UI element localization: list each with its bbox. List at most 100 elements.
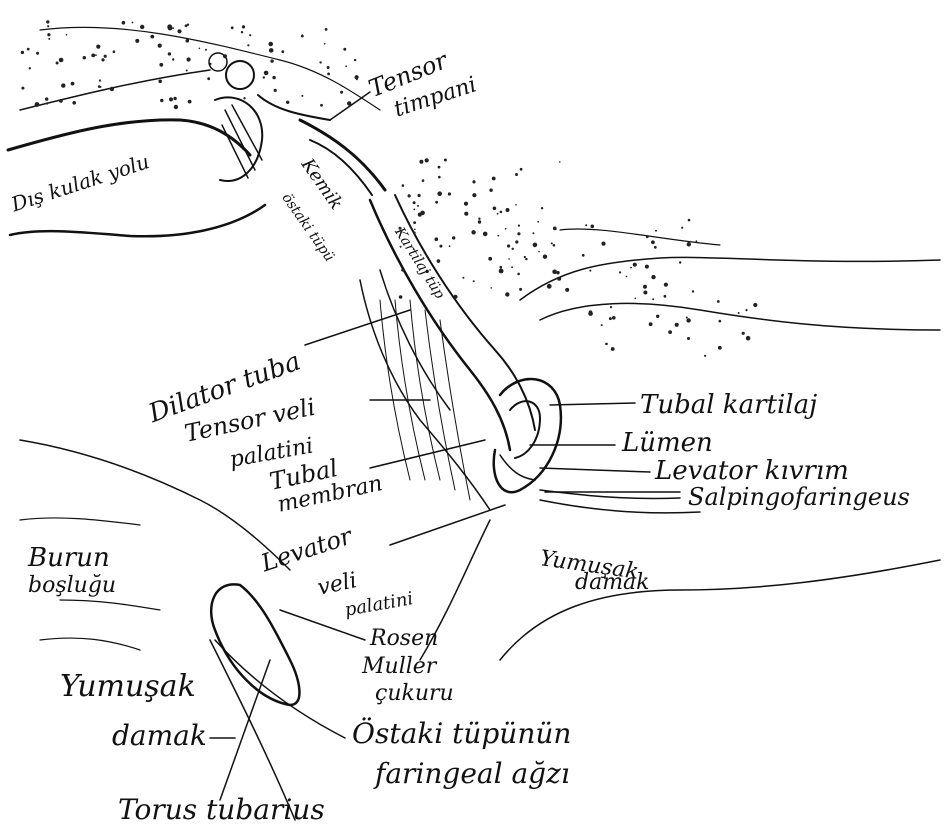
label-tubal-kartilaj: Tubal kartilaj [640, 392, 817, 418]
stipple-dot [264, 71, 269, 76]
stipple-dot [551, 242, 553, 244]
stipple-dot [626, 276, 628, 278]
stipple-dot [556, 271, 559, 274]
stipple-dot [559, 161, 561, 163]
stipple-dot [46, 102, 48, 104]
stipple-dot [472, 180, 475, 183]
stipple-dot [635, 298, 637, 300]
stipple-dot [47, 33, 50, 36]
stipple-dot [652, 298, 654, 300]
stipple-dot [651, 240, 655, 244]
stipple-dot [681, 227, 683, 229]
stipple-dot [497, 235, 499, 237]
stipple-dot [301, 35, 304, 38]
stipple-dot [499, 269, 504, 274]
stipple-dot [515, 204, 517, 206]
stipple-dot [585, 224, 587, 226]
stipple-dot [71, 82, 75, 86]
stipple-dot [96, 45, 100, 49]
stipple-dot [207, 77, 210, 80]
stipple-dot [448, 192, 451, 195]
stipple-dot [444, 159, 447, 162]
stipple-dot [696, 240, 698, 242]
stipple-dot [552, 270, 557, 275]
skull-base-contour [520, 229, 940, 330]
stipple-dot [325, 28, 328, 31]
stipple-dot [753, 303, 757, 307]
stipple-dot [462, 277, 464, 279]
stipple-dot [199, 48, 201, 50]
label-ostaki-agzi-1: Östaki tüpünün [352, 720, 571, 748]
label-rosen-muller-2: Muller [362, 656, 436, 678]
label-rosen-muller-3: çukuru [375, 683, 454, 705]
stipple-dot [345, 65, 347, 67]
stipple-dot [347, 101, 351, 105]
stipple-dot [609, 317, 612, 320]
stipple-dot [21, 51, 24, 54]
label-ostaki-agzi-2: faringeal ağzı [375, 760, 570, 788]
stipple-dot [417, 205, 419, 207]
label-torus-tubarius: Torus tubarius [118, 796, 325, 824]
stipple-dot [692, 290, 694, 292]
stipple-dot [437, 259, 441, 263]
stipple-dot [186, 70, 188, 72]
stipple-dot [66, 34, 68, 36]
stipple-dot [553, 244, 556, 247]
stipple-dot [413, 201, 416, 204]
stipple-dot [270, 59, 273, 62]
stipple-dot [506, 208, 510, 212]
stipple-dot [643, 291, 647, 295]
stipple-dot [645, 265, 649, 269]
stipple-dot [505, 228, 507, 230]
stipple-dot [286, 101, 289, 104]
stipple-dot [718, 346, 722, 350]
stipple-dot [472, 193, 476, 197]
stipple-dot [343, 48, 346, 51]
stipple-dot [478, 218, 480, 220]
stipple-dot [243, 97, 245, 99]
eustachian-tube-channel [360, 195, 535, 510]
stipple-dot [538, 251, 540, 253]
stipple-dot [324, 43, 326, 45]
stipple-dot [169, 97, 173, 101]
tubal-cartilage [494, 379, 561, 492]
stipple-dot [582, 254, 585, 257]
stipple-dot [209, 63, 211, 65]
label-burun-boslugu-2: boşluğu [28, 575, 116, 597]
stipple-dot [173, 97, 176, 100]
stipple-dot [27, 48, 30, 51]
stipple-dot [327, 73, 330, 76]
stipple-dot [272, 76, 275, 79]
stipple-dot [589, 270, 591, 272]
stipple-dot [533, 243, 538, 248]
stipple-dot [543, 255, 547, 259]
stipple-dot [719, 320, 722, 323]
stipple-dot [519, 288, 522, 291]
stipple-dot [505, 292, 509, 296]
stipple-dot [185, 24, 188, 27]
stipple-dot [177, 29, 181, 33]
stipple-dot [547, 284, 552, 289]
stipple-dot [327, 66, 330, 69]
stipple-dot [565, 288, 569, 292]
stipple-dot [172, 27, 174, 29]
stipple-dot [633, 263, 637, 267]
stipple-dot [435, 201, 438, 204]
stipple-dot [98, 85, 101, 88]
stipple-dot [91, 54, 95, 58]
stipple-dot [601, 242, 605, 246]
stipple-dot [438, 166, 441, 169]
stipple-dot [35, 102, 40, 107]
stipple-dot [122, 21, 126, 25]
stipple-dot [493, 207, 497, 211]
stipple-dot [515, 173, 518, 176]
stipple-dot [449, 245, 451, 247]
stipple-dot [668, 330, 672, 334]
stipple-dot [435, 237, 439, 241]
stipple-dot [242, 25, 245, 28]
stipple-dot [36, 52, 39, 55]
stipple-dot [419, 160, 423, 164]
stipple-dot [742, 332, 745, 335]
stipple-dot [619, 271, 621, 273]
stipple-dot [515, 240, 518, 243]
